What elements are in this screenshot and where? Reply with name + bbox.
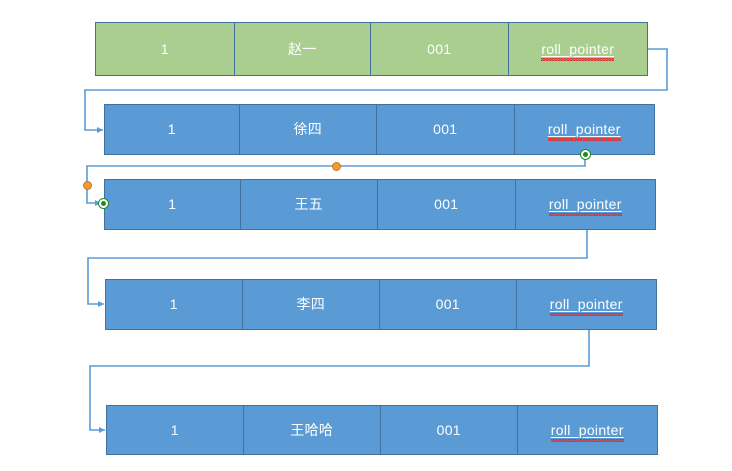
spellcheck-underline-icon bbox=[547, 138, 621, 141]
cell-pointer: roll_pointer bbox=[509, 23, 648, 75]
cell-name: 王五 bbox=[241, 180, 379, 229]
cell-pointer: roll_pointer bbox=[517, 280, 656, 329]
cell-pointer-text: roll_pointer bbox=[548, 197, 622, 216]
connector-end-handle[interactable] bbox=[99, 199, 108, 208]
cell-name: 赵一 bbox=[235, 23, 371, 75]
cell-id: 1 bbox=[107, 406, 244, 454]
cell-pointer: roll_pointer bbox=[518, 406, 657, 454]
cell-pointer: roll_pointer bbox=[515, 105, 654, 154]
cell-name-text: 王哈哈 bbox=[290, 421, 334, 438]
table-row[interactable]: 1 徐四 001 roll_pointer bbox=[104, 104, 655, 155]
table-row[interactable]: 1 李四 001 roll_pointer bbox=[105, 279, 657, 330]
cell-pointer-text: roll_pointer bbox=[541, 42, 615, 61]
spellcheck-underline-icon bbox=[549, 313, 623, 316]
table-row[interactable]: 1 王五 001 roll_pointer bbox=[104, 179, 656, 230]
cell-name: 李四 bbox=[243, 280, 380, 329]
cell-pointer-text: roll_pointer bbox=[547, 122, 621, 141]
cell-id: 1 bbox=[105, 105, 240, 154]
cell-code: 001 bbox=[378, 180, 516, 229]
cell-code: 001 bbox=[371, 23, 509, 75]
spellcheck-underline-icon bbox=[548, 213, 622, 216]
cell-id: 1 bbox=[106, 280, 243, 329]
connector-bend-handle-left[interactable] bbox=[83, 181, 92, 190]
cell-code-text: 001 bbox=[436, 421, 461, 438]
table-row[interactable]: 1 赵一 001 roll_pointer bbox=[95, 22, 648, 76]
spellcheck-underline-icon bbox=[550, 438, 624, 442]
spellcheck-underline-icon bbox=[541, 57, 615, 61]
cell-name-text: 赵一 bbox=[287, 40, 317, 57]
cell-id: 1 bbox=[96, 23, 235, 75]
cell-code-text: 001 bbox=[433, 121, 458, 137]
cell-code: 001 bbox=[377, 105, 515, 154]
cell-id-text: 1 bbox=[170, 421, 179, 438]
cell-code-text: 001 bbox=[434, 196, 459, 212]
cell-pointer-text: roll_pointer bbox=[549, 297, 623, 316]
cell-pointer-text: roll_pointer bbox=[550, 423, 624, 442]
cell-id-text: 1 bbox=[167, 121, 176, 137]
cell-id-text: 1 bbox=[168, 196, 177, 212]
connector-midpoint-handle[interactable] bbox=[332, 162, 341, 171]
cell-code-text: 001 bbox=[427, 40, 452, 57]
cell-name-text: 王五 bbox=[294, 196, 324, 212]
cell-code: 001 bbox=[380, 280, 517, 329]
connector-start-handle[interactable] bbox=[581, 150, 590, 159]
cell-id-text: 1 bbox=[169, 296, 178, 312]
cell-name: 徐四 bbox=[240, 105, 378, 154]
cell-name-text: 徐四 bbox=[293, 121, 323, 137]
cell-id: 1 bbox=[105, 180, 241, 229]
cell-id-text: 1 bbox=[160, 40, 169, 57]
cell-code-text: 001 bbox=[435, 296, 460, 312]
cell-name-text: 李四 bbox=[296, 296, 326, 312]
cell-name: 王哈哈 bbox=[244, 406, 381, 454]
cell-code: 001 bbox=[381, 406, 518, 454]
table-row[interactable]: 1 王哈哈 001 roll_pointer bbox=[106, 405, 658, 455]
cell-pointer: roll_pointer bbox=[516, 180, 655, 229]
